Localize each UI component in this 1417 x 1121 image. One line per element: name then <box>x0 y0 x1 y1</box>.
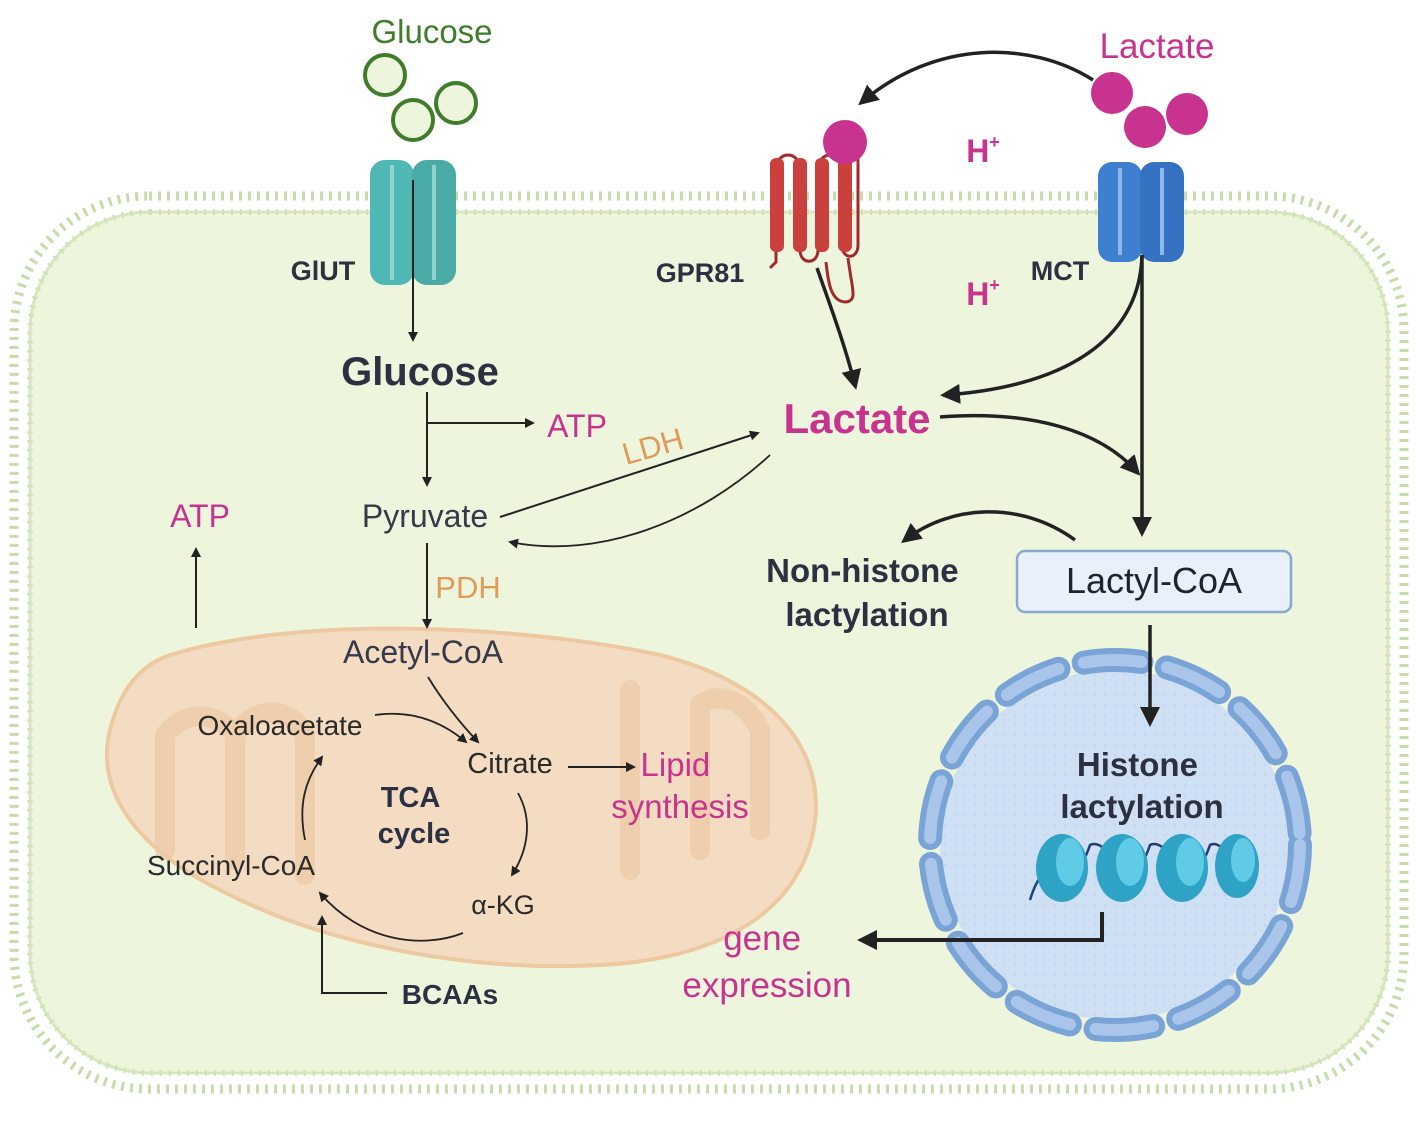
acetyl-coa-label: Acetyl-CoA <box>343 634 504 670</box>
nucleosome <box>1156 834 1208 902</box>
citrate-label: Citrate <box>467 748 552 780</box>
mitochondrial-atp-label: ATP <box>170 498 230 534</box>
cell-membrane-inner <box>27 209 1391 1076</box>
glut-label: GlUT <box>291 256 356 286</box>
arrow-akg-to-succinylcoa <box>318 891 464 942</box>
nucleosome <box>1096 834 1148 902</box>
glycolysis-atp-label: ATP <box>547 408 607 444</box>
arrow-mct-to-lactate <box>940 254 1144 404</box>
histone-lactylation-label: Histone lactylation <box>1060 746 1223 825</box>
mct-label: MCT <box>1031 256 1090 286</box>
lactyl-coa-label: Lactyl-CoA <box>1066 560 1242 601</box>
glucose-molecule <box>391 98 435 142</box>
gpr81-helix <box>838 158 852 252</box>
arrow-citrate-to-akg <box>510 792 528 877</box>
gpr81-receptor <box>768 120 867 304</box>
glucose-molecule <box>434 81 478 125</box>
alpha-kg-label: α-KG <box>471 890 535 920</box>
extracellular-glucose-label: Glucose <box>371 13 492 50</box>
lactate-molecule <box>1166 93 1208 135</box>
arrow-bcaas-to-succinylcoa <box>317 915 387 994</box>
arrow-lactylcoa-to-nonhistone <box>901 510 1077 544</box>
gpr81-label: GPR81 <box>656 258 745 288</box>
succinyl-coa-label: Succinyl-CoA <box>147 850 315 881</box>
lipid-synthesis-label: Lipid synthesis <box>611 746 749 825</box>
nucleosome-chromatin <box>1028 834 1259 902</box>
arrow-histone-to-gene-expression <box>857 912 1104 950</box>
gpr81-helix <box>815 158 829 252</box>
nuclear-envelope-highlight <box>924 654 1306 1036</box>
bound-lactate-molecule <box>823 120 867 164</box>
proton-label: H+ <box>966 132 1000 169</box>
cytoplasm-glucose-label: Glucose <box>341 350 499 394</box>
pdh-label: PDH <box>435 570 500 605</box>
nucleosome <box>1215 834 1259 898</box>
gene-expression-label: gene expression <box>682 919 851 1005</box>
glucose-molecule <box>363 53 407 97</box>
oxaloacetate-label: Oxaloacetate <box>198 710 363 741</box>
cell-membrane-outer <box>9 191 1409 1094</box>
arrow-gpr81-to-lactate <box>815 267 862 390</box>
extracellular-lactate-label: Lactate <box>1100 27 1215 66</box>
nucleosome <box>1036 834 1088 902</box>
arrow-extracellular-lactate-to-gpr81 <box>858 50 1094 106</box>
labels: Glucose Lactate H+ H+ GlUT GPR81 MCT Glu… <box>147 13 1242 1010</box>
gpr81-helix <box>793 158 807 252</box>
cytoplasm-lactate-label: Lactate <box>783 395 930 442</box>
mitochondrion <box>104 626 818 969</box>
arrow-acetylcoa-to-citrate <box>427 676 480 744</box>
lactate-molecules <box>1091 72 1208 148</box>
arrow-oxaloacetate-to-citrate <box>374 712 468 744</box>
lactate-molecule <box>1091 72 1133 114</box>
mitochondrion-cristae <box>155 680 770 885</box>
arrow-succinylcoa-to-oxaloacetate <box>301 755 324 841</box>
mct-transporter <box>1098 162 1184 262</box>
pathway-arrows <box>191 50 1160 994</box>
arrow-lactate-to-pyruvate <box>508 454 771 549</box>
proton-label: H+ <box>966 275 1000 312</box>
non-histone-lactylation-label: Non-histone lactylation <box>766 552 968 633</box>
arrow-lactate-to-lactylcoa <box>939 413 1141 476</box>
lactate-molecule <box>1124 106 1166 148</box>
arrow-pyruvate-to-lactate <box>499 430 760 518</box>
tca-cycle-label: TCA cycle <box>378 782 451 850</box>
glut-transporter <box>370 160 456 285</box>
pyruvate-label: Pyruvate <box>362 498 488 534</box>
lactyl-coa-box <box>1015 549 1293 614</box>
glucose-molecules <box>363 53 478 142</box>
gpr81-helix <box>770 158 784 252</box>
bcaas-label: BCAAs <box>402 979 498 1010</box>
